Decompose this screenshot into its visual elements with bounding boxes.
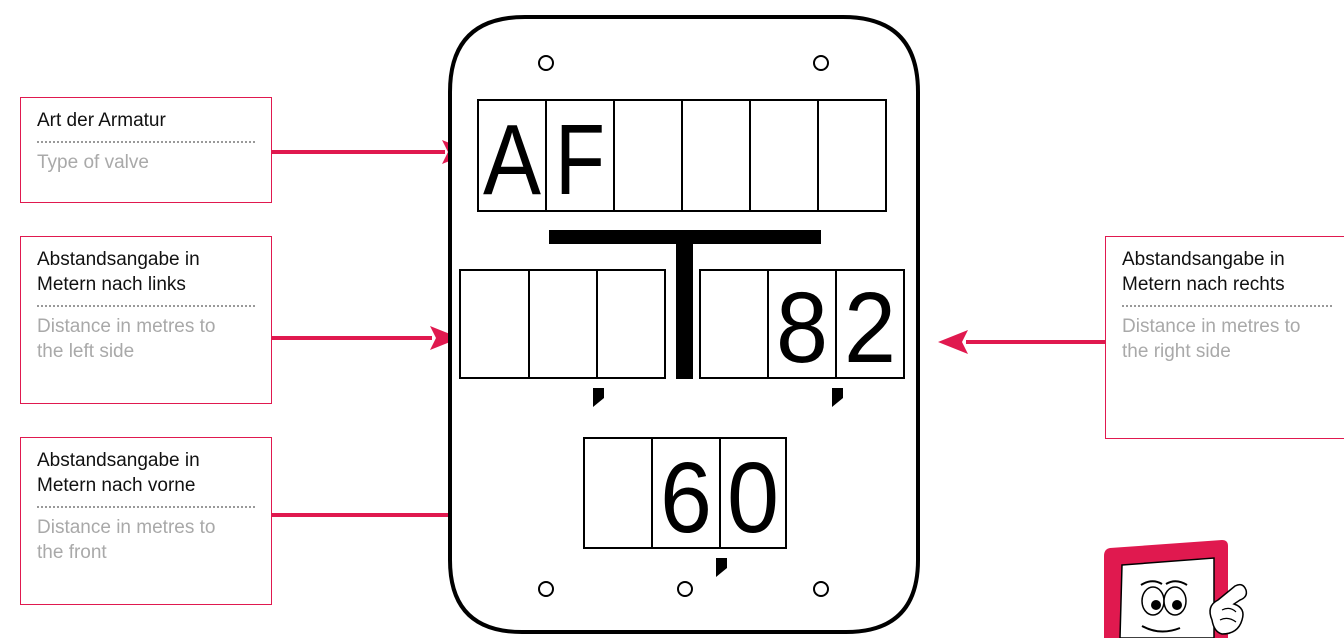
label-distance-right: Abstandsangabe in Metern nach rechts Dis… [1105,236,1344,439]
mounting-hole [538,55,554,71]
left-distance-cell [596,269,666,379]
arrow-distance-left [272,326,460,350]
label-valve-type: Art der Armatur Type of valve [20,97,272,203]
right-distance-row: 8 2 [699,269,905,407]
front-distance-digit: 0 [727,442,779,554]
mounting-hole [538,581,554,597]
label-distance-front: Abstandsangabe in Metern nach vorne Dist… [20,437,272,605]
label-separator [1122,305,1332,307]
mounting-hole [677,581,693,597]
mounting-hole [813,55,829,71]
t-symbol-stem [676,230,693,379]
front-distance-digit: 6 [660,442,712,554]
label-valve-type-de: Art der Armatur [37,110,166,131]
label-distance-left: Abstandsangabe in Metern nach links Dist… [20,236,272,404]
arrow-valve-type [272,140,472,164]
decimal-comma-mark [593,388,604,407]
arrow-distance-right [938,330,1105,354]
label-separator [37,305,255,307]
decimal-comma-mark [832,388,843,407]
valve-code-char: F [555,104,605,216]
label-distance-right-en: Distance in metres to the right side [1122,316,1301,362]
right-distance-cell [835,269,905,379]
hydrant-sign-mascot-icon [1104,540,1248,638]
label-separator [37,141,255,143]
label-distance-left-en: Distance in metres to the left side [37,316,216,362]
valve-code-char: A [483,104,541,216]
label-distance-right-de: Abstandsangabe in Metern nach rechts [1122,249,1285,295]
mounting-hole [813,581,829,597]
front-distance-cell [719,437,787,549]
right-distance-digit: 2 [844,272,896,384]
decimal-comma-mark [716,558,727,577]
label-distance-left-de: Abstandsangabe in Metern nach links [37,249,200,295]
label-distance-front-en: Distance in metres to the front [37,517,216,563]
label-valve-type-en: Type of valve [37,152,149,173]
valve-code-row: A F [477,99,887,216]
label-separator [37,506,255,508]
label-distance-front-de: Abstandsangabe in Metern nach vorne [37,450,200,496]
left-distance-row [459,269,666,407]
front-distance-row: 6 0 [583,437,787,577]
valve-code-cell [817,99,887,212]
right-distance-digit: 8 [776,272,828,384]
